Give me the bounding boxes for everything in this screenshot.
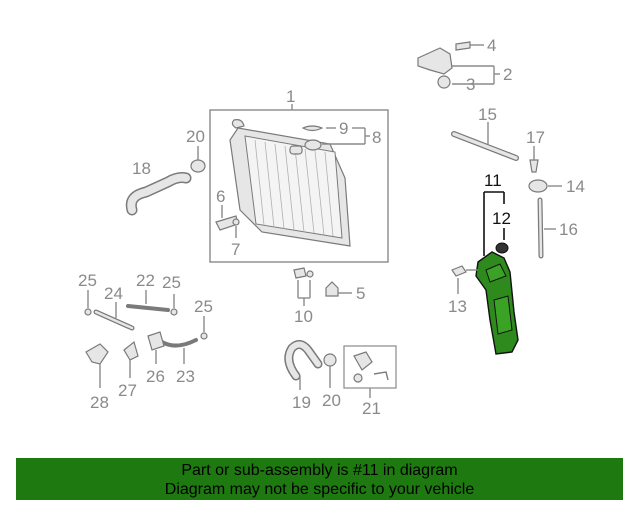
clip-25c[interactable] — [200, 332, 208, 340]
callout-11: 11 — [484, 171, 502, 190]
callout-23: 23 — [176, 367, 195, 386]
reservoir-cap[interactable] — [495, 242, 509, 254]
drain-plug[interactable] — [232, 218, 240, 226]
callout-4: 4 — [487, 36, 496, 55]
outlet-gasket[interactable] — [353, 373, 363, 383]
callout-3: 3 — [466, 75, 475, 94]
callout-1: 1 — [286, 87, 295, 106]
thermo-o-ring[interactable] — [306, 270, 314, 278]
water-outlet[interactable] — [353, 351, 373, 371]
callout-15: 15 — [478, 105, 497, 124]
callout-8: 8 — [372, 128, 381, 147]
radiator-cap[interactable] — [304, 139, 322, 151]
callout-14: 14 — [566, 177, 585, 196]
notice-line-2: Diagram may not be specific to your vehi… — [164, 481, 475, 498]
callout-26: 26 — [146, 367, 165, 386]
callout-20-bottom: 20 — [322, 391, 341, 410]
joint[interactable] — [147, 331, 165, 351]
callout-25-c: 25 — [194, 297, 213, 316]
reservoir-bolt[interactable] — [451, 265, 467, 277]
outlet-clip[interactable] — [373, 371, 389, 381]
bolt[interactable] — [455, 41, 471, 51]
hose-clamp[interactable] — [190, 159, 206, 173]
callout-28: 28 — [90, 393, 109, 412]
clip-25a[interactable] — [84, 308, 92, 316]
o-ring[interactable] — [301, 125, 324, 132]
callout-27: 27 — [118, 381, 137, 400]
small-bolt[interactable] — [529, 159, 539, 173]
callout-10: 10 — [294, 307, 313, 326]
callout-22: 22 — [136, 271, 155, 290]
callout-18: 18 — [132, 159, 151, 178]
bracket-cushion[interactable] — [437, 75, 451, 89]
callout-9: 9 — [339, 119, 348, 138]
callout-12: 12 — [492, 209, 511, 228]
callout-2: 2 — [503, 65, 512, 84]
callout-5: 5 — [356, 284, 365, 303]
callout-21: 21 — [362, 399, 381, 418]
group-21-box — [343, 345, 397, 389]
callout-13: 13 — [448, 297, 467, 316]
hose-clamp-20[interactable] — [323, 353, 337, 367]
callout-25-a: 25 — [78, 271, 97, 290]
callout-25-b: 25 — [162, 273, 181, 292]
callout-17: 17 — [526, 128, 545, 147]
clamp-27[interactable] — [123, 340, 139, 361]
radiator[interactable] — [229, 119, 351, 247]
reservoir-grommet[interactable] — [528, 179, 548, 193]
clip-25b[interactable] — [170, 308, 178, 316]
callout-20-top: 20 — [186, 127, 205, 146]
callout-7: 7 — [231, 240, 240, 259]
callout-16: 16 — [559, 220, 578, 239]
callout-24: 24 — [104, 284, 123, 303]
callout-19: 19 — [292, 393, 311, 412]
lower-hose[interactable] — [160, 338, 198, 348]
water-hose[interactable] — [126, 304, 170, 312]
fitment-notice-banner: Part or sub-assembly is #11 in diagram D… — [16, 458, 623, 500]
callout-6: 6 — [216, 187, 225, 206]
bracket[interactable] — [417, 47, 453, 75]
thermo-switch[interactable] — [293, 267, 307, 279]
bracket-28[interactable] — [85, 343, 109, 365]
cushion[interactable] — [325, 281, 339, 297]
radiator-group-box — [209, 109, 389, 263]
notice-line-1: Part or sub-assembly is #11 in diagram — [181, 462, 458, 479]
